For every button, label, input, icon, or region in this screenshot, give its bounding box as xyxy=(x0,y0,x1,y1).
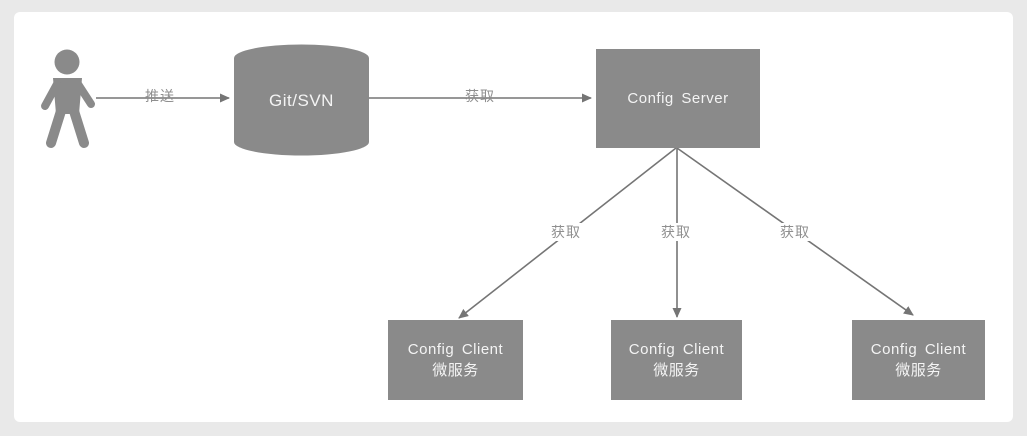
edge-get-server-label: 获取 xyxy=(465,88,495,104)
config-client-1-sublabel: 微服务 xyxy=(432,362,479,379)
edge-push-label: 推送 xyxy=(145,88,175,104)
config-client-2-sublabel: 微服务 xyxy=(653,362,700,379)
config-client-2-label: Config Client xyxy=(628,341,725,358)
config-client-1-label: Config Client xyxy=(407,341,504,358)
config-server-label: Config Server xyxy=(627,90,729,107)
git-svn-node: Git/SVN xyxy=(234,45,369,155)
git-svn-cylinder-shape xyxy=(234,44,369,156)
edge-get-client1-label: 获取 xyxy=(538,223,594,241)
config-client-node-1: Config Client 微服务 xyxy=(388,320,523,400)
git-svn-label: Git/SVN xyxy=(269,90,334,110)
person-icon xyxy=(41,49,95,148)
config-client-3-label: Config Client xyxy=(870,341,967,358)
edge-get-client3-label: 获取 xyxy=(767,223,823,241)
config-client-node-3: Config Client 微服务 xyxy=(852,320,985,400)
edge-get-client2-label: 获取 xyxy=(648,223,704,241)
config-client-node-2: Config Client 微服务 xyxy=(611,320,742,400)
config-server-node: Config Server xyxy=(596,49,760,148)
config-client-3-sublabel: 微服务 xyxy=(895,362,942,379)
